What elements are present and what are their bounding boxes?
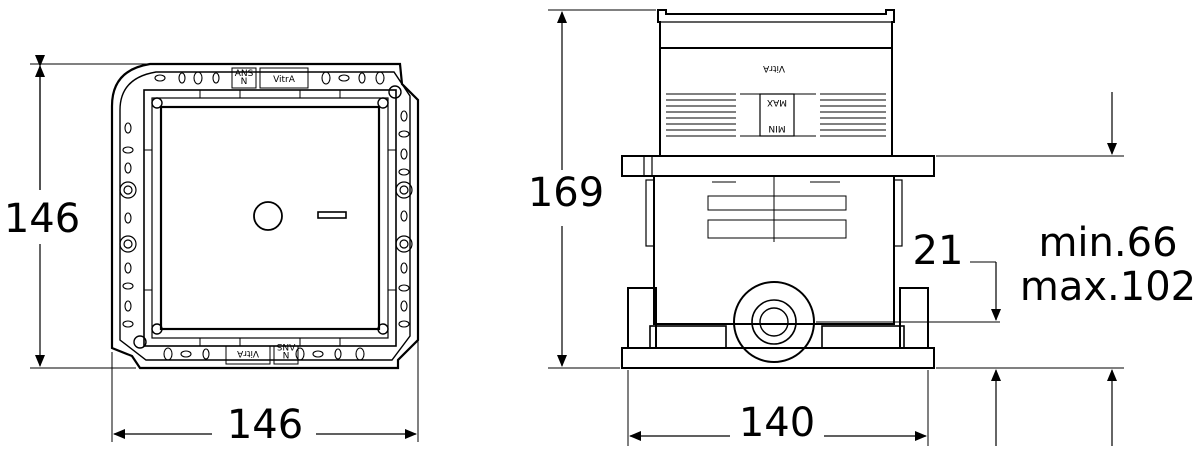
upper-vents [666, 93, 886, 137]
tag-top-box [231, 67, 257, 89]
frame-rim [119, 71, 411, 361]
brand-bottom-box [225, 345, 271, 365]
cover-plate [159, 105, 381, 331]
outlet-height-label: 21 [913, 228, 964, 274]
tag-bottom-box [273, 345, 299, 365]
side-width-label: 140 [739, 400, 815, 446]
outlet-outer [733, 281, 815, 363]
base-plate [621, 347, 935, 369]
min-mark: MIN [768, 123, 785, 133]
flange-ticks [144, 90, 396, 346]
top-cap [657, 9, 895, 49]
top-view-extension-lines [30, 63, 419, 442]
flange-band [621, 155, 935, 177]
center-hole [253, 201, 283, 231]
base-right [821, 325, 905, 349]
lower-vents [707, 176, 847, 242]
top-view-height-label: 146 [4, 196, 80, 242]
inner-flange [143, 89, 397, 347]
corner-screws [133, 85, 402, 349]
side-brand: VitrA [762, 63, 785, 73]
brand-top-box [259, 67, 309, 89]
outlet-bore [759, 307, 789, 337]
frame-holes [122, 71, 410, 361]
base-left [649, 325, 727, 349]
outer-frame [110, 62, 420, 370]
max-mark: MAX [767, 97, 787, 107]
top-view-width-label: 146 [227, 402, 303, 448]
brand-top: VitrA [273, 75, 296, 85]
range-max-label: max.102 [1020, 264, 1196, 310]
tag-bottom: NANS [276, 341, 295, 359]
side-height-label: 169 [528, 170, 604, 216]
cover-slot [317, 211, 347, 219]
side-view-extension-lines [548, 9, 1124, 446]
foot-left [627, 287, 657, 349]
outlet-ring [751, 299, 797, 345]
side-view: VitrA MAX MIN [528, 9, 1196, 446]
side-clips [645, 179, 903, 247]
flange-step [151, 97, 389, 339]
range-min-label: min.66 [1038, 220, 1177, 266]
rotary-clips [119, 181, 413, 253]
level-scale [759, 93, 795, 137]
brand-bottom: VitrA [236, 348, 259, 358]
